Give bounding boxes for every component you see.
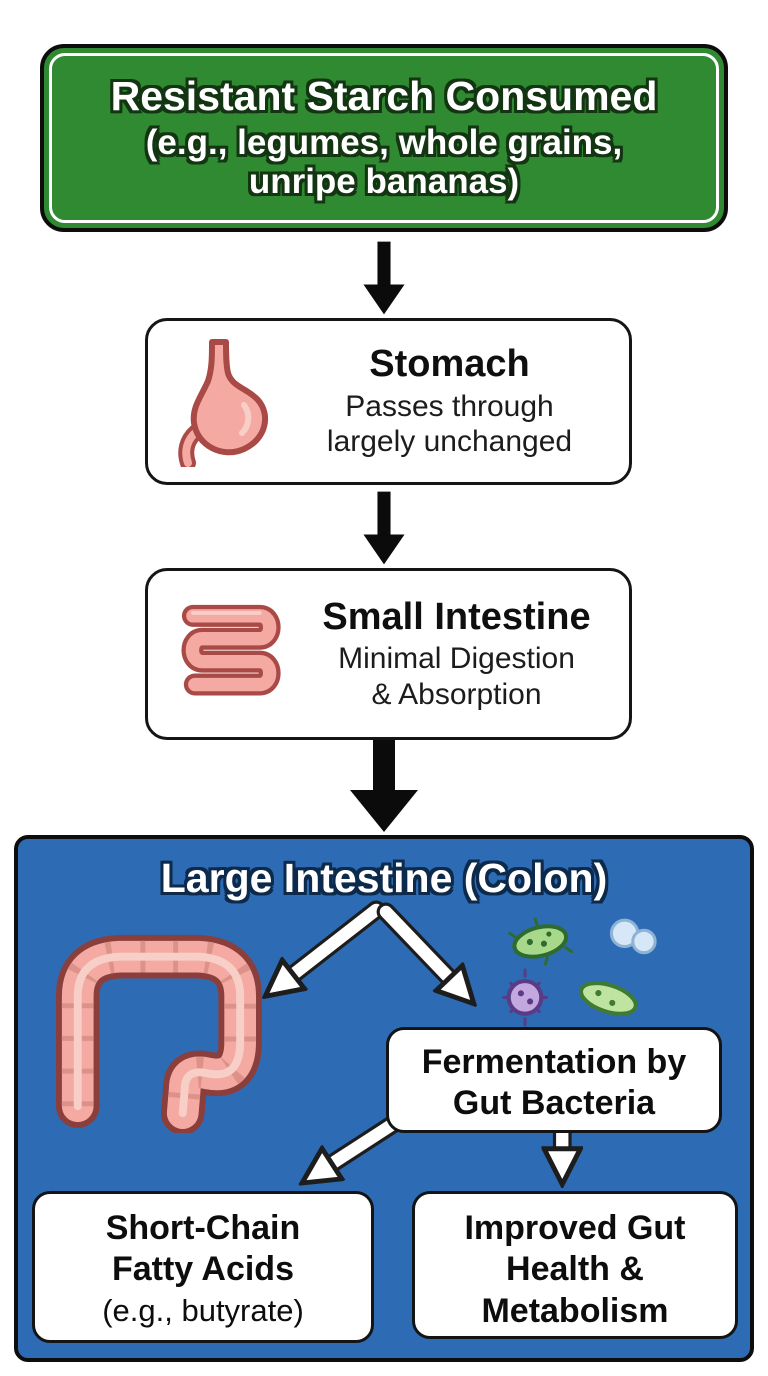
header-title: Resistant Starch Consumed — [110, 73, 658, 119]
gut-health-label: Improved Gut Health & Metabolism — [464, 1209, 686, 1330]
colon-icon — [55, 934, 262, 1133]
stomach-title: Stomach — [369, 343, 530, 386]
arrow-down-large-icon — [350, 740, 418, 832]
scfa-note: (e.g., butyrate) — [102, 1292, 304, 1328]
gut-bacteria-icon — [502, 917, 657, 1027]
small-intestine-icon — [181, 604, 281, 696]
stomach-text: Stomach Passes through largely unchanged — [280, 343, 629, 459]
fermentation-label: Fermentation by Gut Bacteria — [421, 1043, 687, 1123]
gut-health-box: Improved Gut Health & Metabolism — [412, 1191, 738, 1339]
scfa-title: Short-Chain Fatty Acids — [105, 1209, 301, 1289]
stomach-box: Stomach Passes through largely unchanged — [145, 318, 632, 485]
small-intestine-title: Small Intestine — [322, 595, 591, 638]
small-intestine-box: Small Intestine Minimal Digestion & Abso… — [145, 568, 632, 740]
scfa-box: Short-Chain Fatty Acids (e.g., butyrate) — [32, 1191, 374, 1343]
stomach-description: Passes through largely unchanged — [326, 389, 573, 459]
header-box: Resistant Starch Consumed (e.g., legumes… — [40, 44, 728, 232]
arrow-down-icon — [363, 491, 405, 565]
small-intestine-text: Small Intestine Minimal Digestion & Abso… — [294, 596, 629, 712]
arrow-down-icon — [363, 241, 405, 315]
stomach-icon — [178, 338, 269, 467]
large-intestine-title: Large Intestine (Colon) — [160, 855, 608, 901]
header-subtitle: (e.g., legumes, whole grains, unripe ban… — [145, 123, 623, 202]
large-intestine-box: Large Intestine (Colon) — [14, 835, 754, 1362]
fermentation-box: Fermentation by Gut Bacteria — [386, 1027, 722, 1133]
small-intestine-description: Minimal Digestion & Absorption — [338, 642, 575, 711]
